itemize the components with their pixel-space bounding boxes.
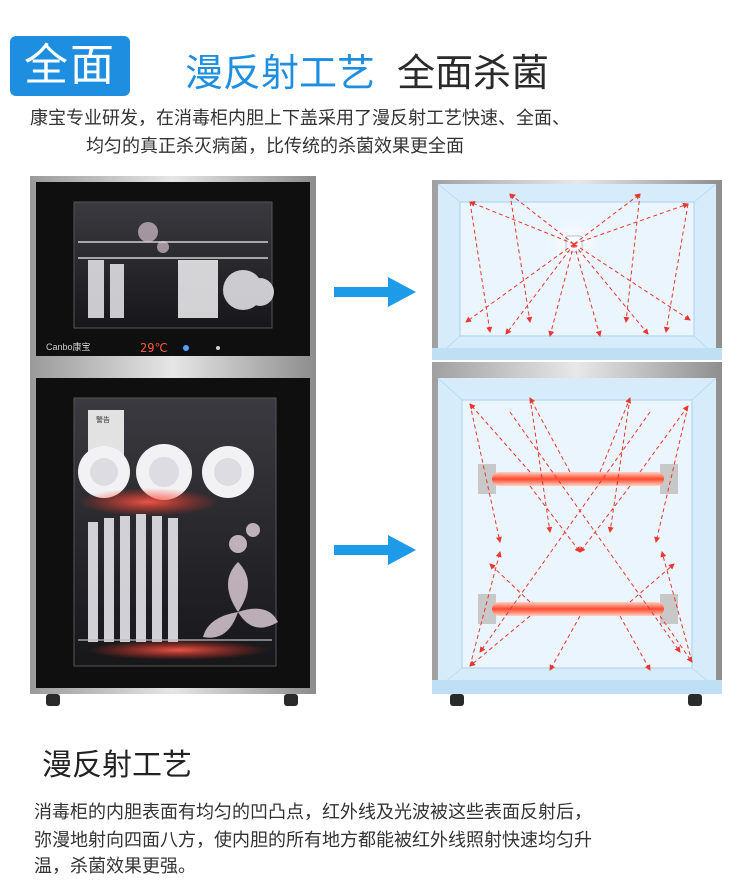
intro-line-2: 均匀的真正杀灭病菌，比传统的杀菌效果更全面 — [86, 136, 464, 157]
power-button-icon[interactable] — [183, 345, 189, 351]
brand-logo: Canbo康宝 — [46, 341, 91, 352]
temperature-display: 29℃ — [140, 341, 168, 355]
feature-badge: 全面 — [10, 36, 130, 96]
headline-blue: 漫反射工艺 — [185, 51, 376, 95]
arrow-right-icon — [334, 277, 416, 307]
section-body-line-2: 弥漫地射向四面八方，使内胆的所有地方都能被红外线照射快速均匀升 — [34, 830, 592, 851]
diffuse-reflection-diagram — [432, 180, 722, 706]
heater-tube-icon — [478, 464, 678, 494]
headline-dark: 全面杀菌 — [397, 51, 550, 95]
section-title: 漫反射工艺 — [42, 748, 192, 783]
section-body-line-3: 温，杀菌效果更强。 — [34, 856, 196, 877]
arrow-right-icon — [334, 535, 416, 565]
heater-tube-icon — [478, 594, 678, 624]
section-body-line-1: 消毒柜的内胆表面有均匀的凹凸点，红外线及光波被这些表面反射后， — [34, 802, 592, 823]
cabinet-product-image: Canbo康宝 29℃ 警告 — [30, 176, 316, 706]
headline: 漫反射工艺全面杀菌 — [185, 48, 549, 98]
intro-line-1: 康宝专业研发，在消毒柜内胆上下盖采用了漫反射工艺快速、全面、 — [30, 108, 570, 129]
warning-label: 警告 — [96, 415, 110, 424]
